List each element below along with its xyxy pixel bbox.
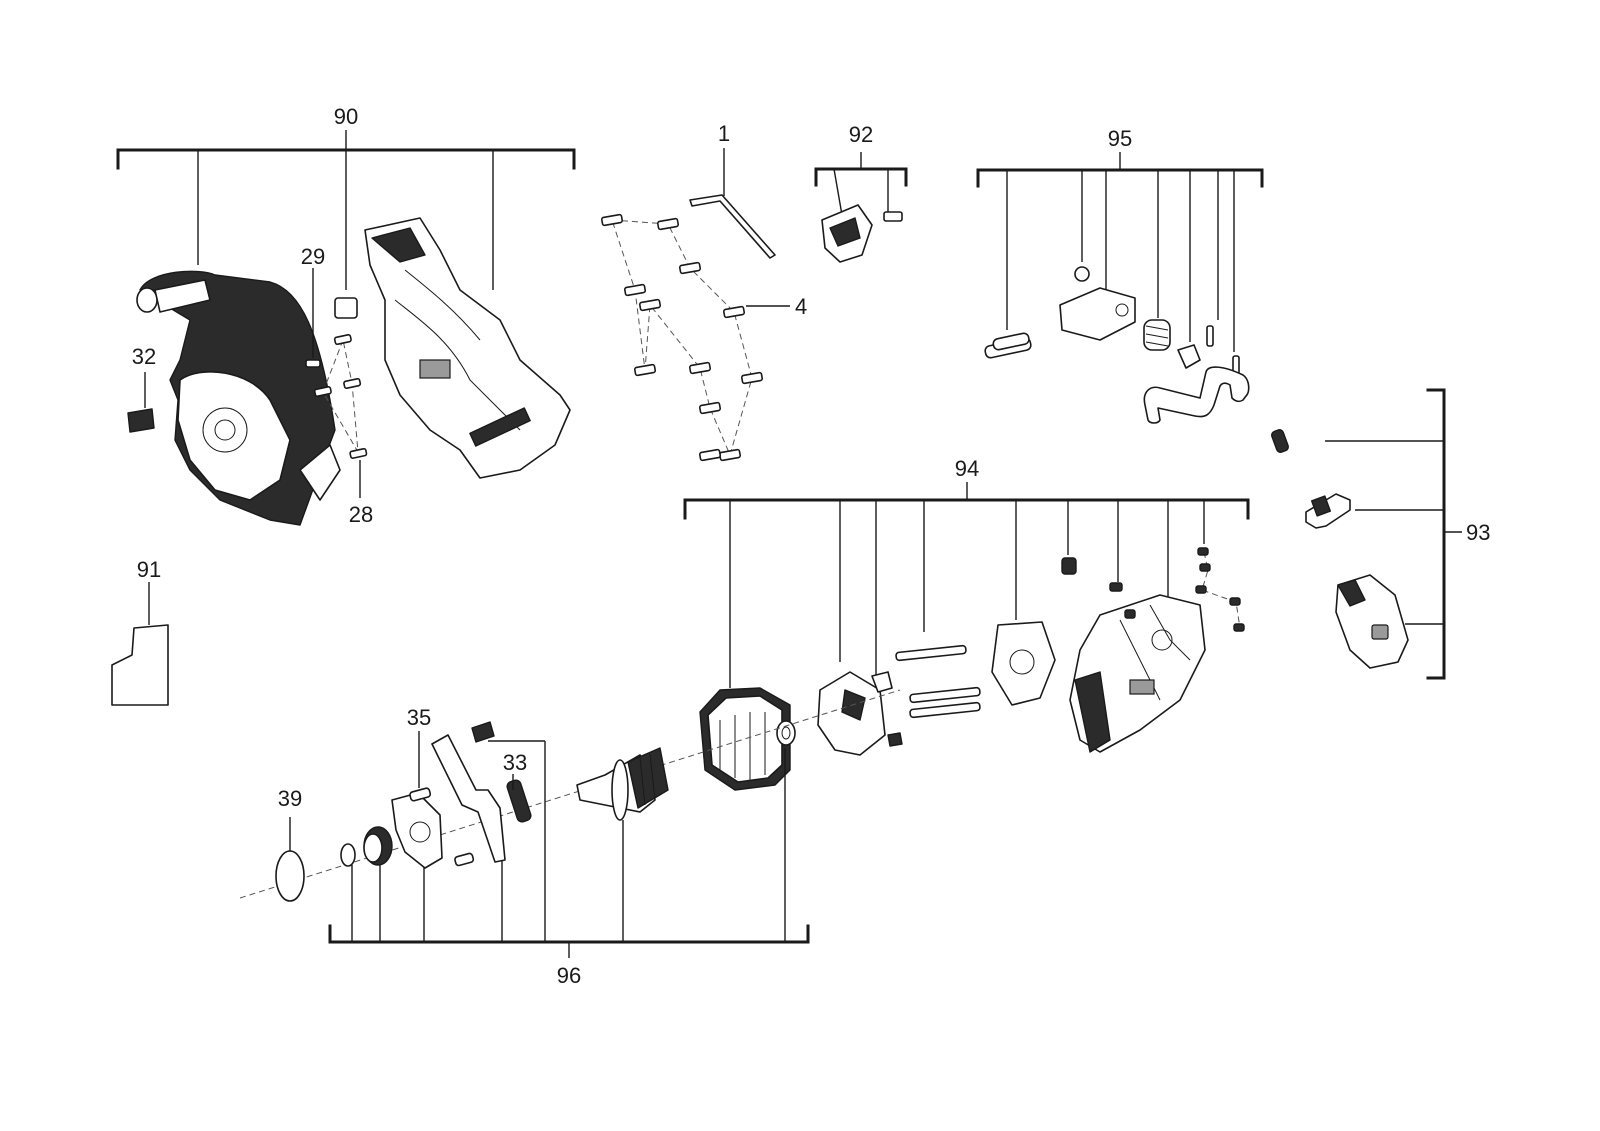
group-92: 92	[814, 122, 908, 263]
motor-bearing	[776, 720, 796, 746]
callout-35: 35	[407, 705, 431, 730]
gasket-plate	[991, 621, 1056, 706]
motor-armature	[576, 747, 669, 821]
callout-28: 28	[349, 502, 373, 527]
part-1-hex-key: 1	[689, 121, 776, 259]
part-33-spring: 33	[503, 750, 532, 823]
motor-washer	[340, 843, 356, 867]
callout-90: 90	[334, 104, 358, 129]
callout-91: 91	[137, 557, 161, 582]
group-95-bail-handle: 95	[976, 126, 1264, 424]
callout-39: 39	[278, 786, 302, 811]
bracket-93	[1426, 388, 1446, 680]
latch-spring	[1143, 319, 1171, 351]
callout-95: 95	[1108, 126, 1132, 151]
callout-29: 29	[301, 244, 325, 269]
electronics-module	[1069, 594, 1206, 753]
part-4-screws: 4	[600, 213, 807, 462]
motor-screw	[454, 852, 475, 867]
group-96-motor-front: 96 39 35	[275, 705, 810, 988]
brush-clip	[871, 671, 893, 693]
callout-32: 32	[132, 344, 156, 369]
long-bolts	[895, 644, 981, 719]
callout-4: 4	[795, 294, 807, 319]
part-32-clip: 32	[127, 344, 156, 433]
group-93-switch: 93	[1271, 388, 1490, 680]
motor-front-bearing	[363, 826, 393, 866]
bracket-92	[814, 167, 908, 187]
right-housing-half	[364, 217, 571, 479]
motor-stator	[699, 687, 791, 791]
callout-93: 93	[1466, 520, 1490, 545]
brake-pad	[471, 721, 495, 743]
brake-arm	[431, 734, 506, 863]
assembly-axis	[239, 689, 901, 899]
part-29-pin: 29	[301, 244, 325, 368]
bracket-95	[976, 168, 1264, 188]
bearing-plate	[391, 792, 443, 869]
part-91-label: 91	[111, 557, 169, 706]
callout-92: 92	[849, 122, 873, 147]
bracket-96	[328, 924, 810, 944]
switch-spring	[1271, 429, 1289, 453]
callout-94: 94	[955, 456, 979, 481]
group-90-housing: 90 32 29	[116, 104, 576, 527]
electronics-sleeve	[1061, 557, 1077, 575]
part-35-screw: 35	[407, 705, 431, 802]
callout-33: 33	[503, 750, 527, 775]
group-94-motor-electronics: 94	[683, 456, 1250, 791]
bracket-screw	[883, 211, 903, 222]
bracket-94	[683, 498, 1250, 520]
housing-sleeve	[334, 297, 358, 319]
part-39-o-ring: 39	[275, 786, 305, 902]
callout-96: 96	[557, 963, 581, 988]
callout-1: 1	[718, 121, 730, 146]
part-28-screws: 28	[313, 333, 373, 527]
left-housing-half	[136, 270, 341, 526]
